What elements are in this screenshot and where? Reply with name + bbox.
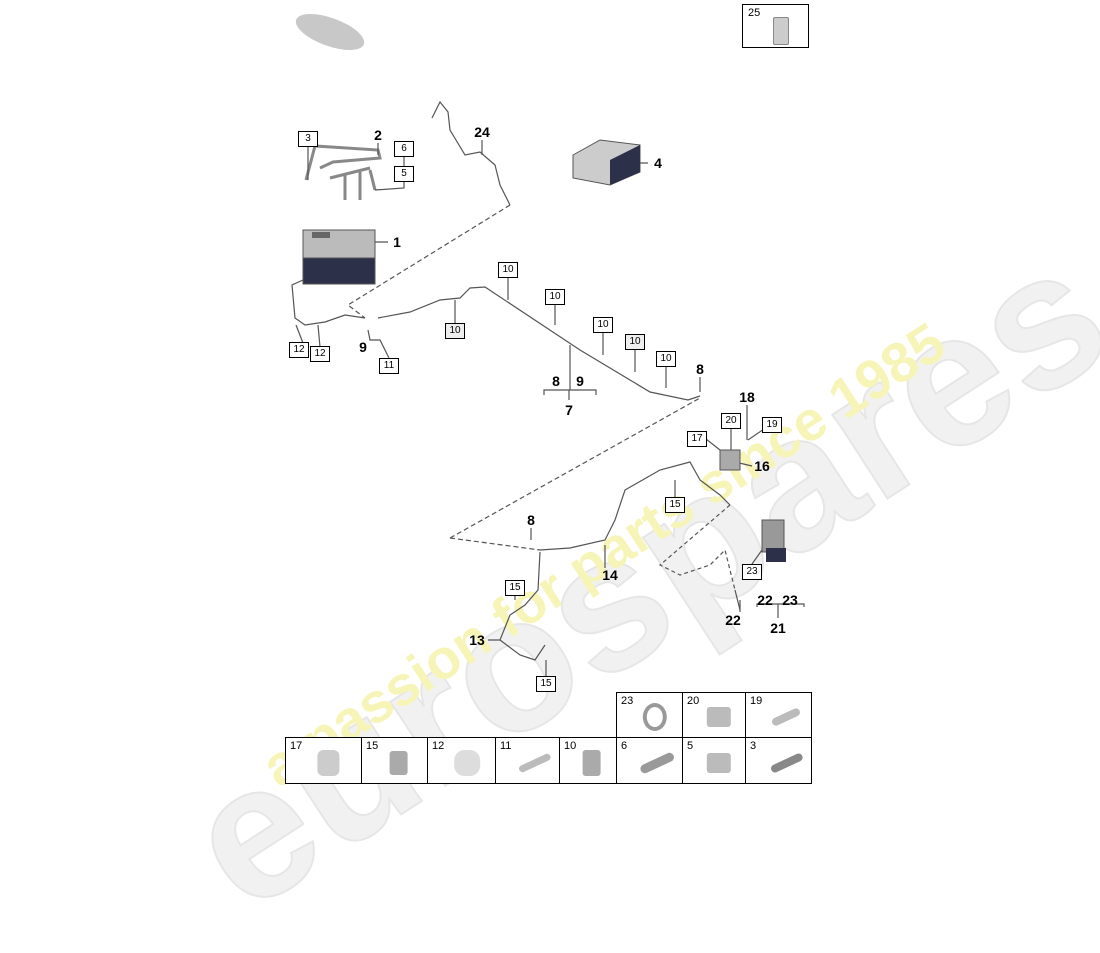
parts-cell-6: 6 bbox=[617, 738, 683, 783]
parts-cell-number: 19 bbox=[750, 695, 763, 707]
callout-9: 9 bbox=[359, 339, 367, 355]
sensor-part bbox=[761, 519, 786, 562]
accessory-box-25: 25 bbox=[742, 4, 809, 48]
clip-icon bbox=[389, 750, 408, 775]
boxed-callout-20: 20 bbox=[721, 413, 741, 429]
callout-4: 4 bbox=[654, 155, 662, 171]
boxed-callout-6: 6 bbox=[394, 141, 414, 157]
control-module-part bbox=[572, 139, 641, 186]
accessory-label: 25 bbox=[748, 7, 761, 19]
callout-13: 13 bbox=[469, 632, 485, 648]
o-ring-icon bbox=[642, 703, 667, 732]
boxed-callout-23: 23 bbox=[742, 564, 762, 580]
boxed-callout-10: 10 bbox=[656, 351, 676, 367]
clip-icon bbox=[582, 749, 601, 776]
screw-icon bbox=[638, 751, 675, 775]
parts-cell-19: 19 bbox=[746, 693, 813, 737]
boxed-callout-15: 15 bbox=[505, 580, 525, 596]
boxed-callout-15: 15 bbox=[536, 676, 556, 692]
sleeve-icon bbox=[453, 749, 480, 776]
battery-part bbox=[302, 229, 376, 285]
mount-bracket-part bbox=[719, 449, 741, 471]
boxed-callout-10: 10 bbox=[545, 289, 565, 305]
callout-8: 8 bbox=[696, 361, 704, 377]
parts-cell-number: 3 bbox=[750, 740, 757, 752]
boxed-callout-10: 10 bbox=[445, 323, 465, 339]
boxed-callout-12: 12 bbox=[310, 346, 330, 362]
bracket-part bbox=[304, 144, 382, 200]
clip-nut-icon bbox=[706, 707, 731, 728]
boxed-callout-5: 5 bbox=[394, 166, 414, 182]
parts-cell-number: 6 bbox=[621, 740, 628, 752]
parts-cell-5: 5 bbox=[683, 738, 746, 783]
callout-9: 9 bbox=[576, 373, 584, 389]
fluid-bottle-icon bbox=[773, 17, 789, 45]
parts-cell-10: 10 bbox=[560, 738, 617, 783]
bolt-icon bbox=[517, 752, 552, 774]
boxed-callout-19: 19 bbox=[762, 417, 782, 433]
callout-24: 24 bbox=[474, 124, 490, 140]
boxed-callout-15: 15 bbox=[665, 497, 685, 513]
boxed-callout-3: 3 bbox=[298, 131, 318, 147]
callout-16: 16 bbox=[754, 458, 770, 474]
parts-cell-number: 11 bbox=[500, 740, 512, 752]
boxed-callout-10: 10 bbox=[593, 317, 613, 333]
parts-cell-11: 11 bbox=[496, 738, 560, 783]
callout-7: 7 bbox=[565, 402, 573, 418]
bolt-icon bbox=[769, 751, 804, 774]
parts-cell-number: 5 bbox=[687, 740, 694, 752]
clip-nut-icon bbox=[706, 752, 731, 773]
boxed-callout-12: 12 bbox=[289, 342, 309, 358]
boxed-callout-11: 11 bbox=[379, 358, 399, 374]
boxed-callout-10: 10 bbox=[625, 334, 645, 350]
diagram-lines bbox=[291, 13, 805, 676]
parts-cell-number: 23 bbox=[621, 695, 634, 707]
callout-8: 8 bbox=[527, 512, 535, 528]
callout-22: 22 bbox=[725, 612, 741, 628]
parts-cell-15: 15 bbox=[362, 738, 428, 783]
grommet-icon bbox=[316, 749, 339, 776]
callout-2: 2 bbox=[374, 127, 382, 143]
boxed-callout-17: 17 bbox=[687, 431, 707, 447]
parts-cell-3: 3 bbox=[746, 738, 813, 783]
parts-cell-number: 10 bbox=[564, 740, 577, 752]
parts-cell-23: 23 bbox=[617, 693, 683, 737]
callout-21: 21 bbox=[770, 620, 786, 636]
callout-14: 14 bbox=[602, 567, 618, 583]
parts-cell-12: 12 bbox=[428, 738, 496, 783]
vehicle-icon bbox=[295, 13, 365, 51]
bolt-icon bbox=[770, 707, 801, 728]
parts-cell-number: 15 bbox=[366, 740, 379, 752]
parts-cell-20: 20 bbox=[683, 693, 746, 737]
boxed-callout-10: 10 bbox=[498, 262, 518, 278]
callout-1: 1 bbox=[393, 234, 401, 250]
callout-23: 23 bbox=[782, 592, 798, 608]
callout-22: 22 bbox=[757, 592, 773, 608]
parts-cell-number: 17 bbox=[290, 740, 303, 752]
parts-table-top-row: 23 20 19 bbox=[616, 692, 812, 738]
parts-cell-number: 20 bbox=[687, 695, 700, 707]
callout-18: 18 bbox=[739, 389, 755, 405]
callout-8: 8 bbox=[552, 373, 560, 389]
parts-cell-number: 12 bbox=[432, 740, 445, 752]
parts-cell-17: 17 bbox=[286, 738, 362, 783]
parts-table-bottom-row: 17 15 12 11 10 6 5 3 bbox=[285, 737, 812, 784]
